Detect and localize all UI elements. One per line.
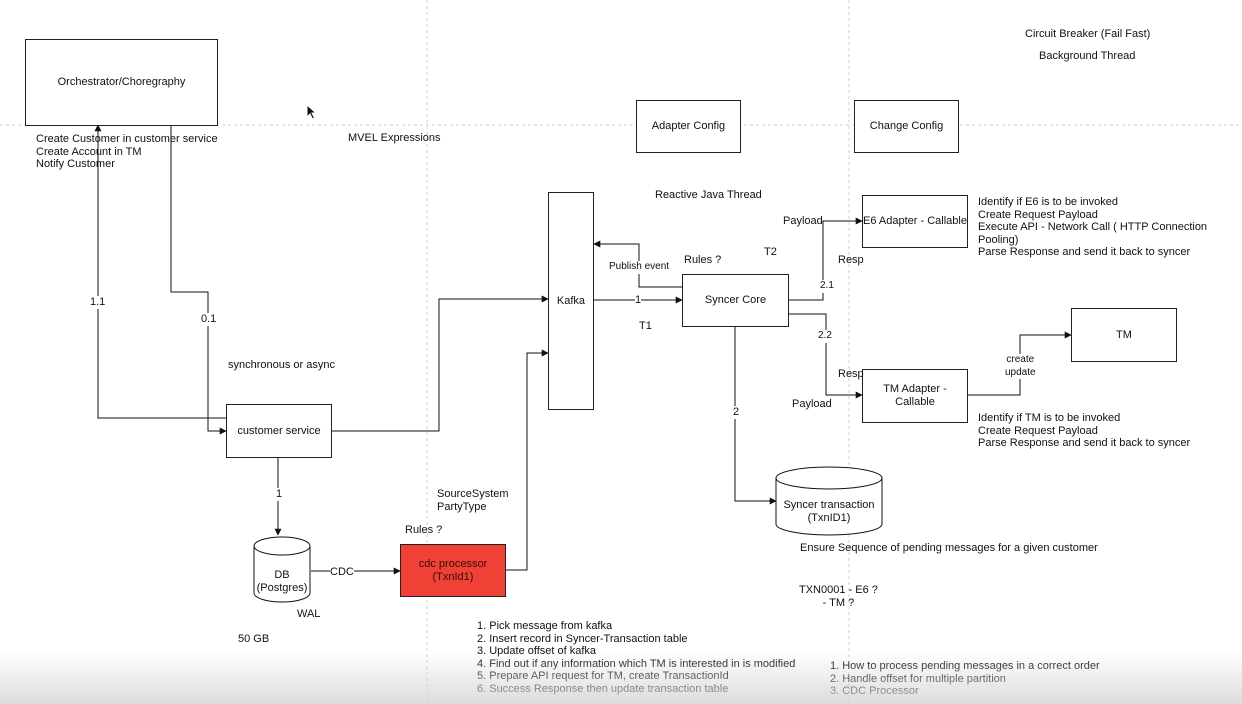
mouse-cursor-icon: [306, 104, 318, 120]
edge-label-resp-e6: Resp: [838, 254, 864, 266]
edge-core-to-syncer-transaction: [734, 326, 777, 505]
note-wal: WAL: [297, 608, 321, 620]
kafka-box[interactable]: Kafka: [548, 192, 594, 410]
change-config-label: Change Config: [869, 120, 944, 132]
edge-customer-to-kafka: [331, 295, 549, 432]
note-cdc-steps: 1. Pick message from kafka 2. Insert rec…: [477, 620, 796, 695]
note-rules-top: Rules ?: [684, 254, 722, 266]
syncer-core-label: Syncer Core: [704, 294, 767, 306]
edge-label-cdc: CDC: [330, 566, 354, 579]
edge-label-payload-e6: Payload: [783, 215, 823, 227]
note-txn: TXN0001 - E6 ? - TM ?: [799, 584, 878, 609]
syncer-transaction-cylinder: [775, 466, 883, 536]
orchestrator-label: Orchestrator/Choregraphy: [57, 76, 186, 88]
edge-label-payload-tm: Payload: [792, 398, 832, 410]
edge-label-0-1: 0.1: [201, 313, 217, 326]
db-cylinder: [253, 536, 311, 603]
e6-adapter-label: E6 Adapter - Callable: [863, 215, 967, 227]
edge-orchestrator-to-customer: [170, 126, 227, 435]
edge-label-resp-tm: Resp: [838, 368, 864, 380]
edge-cdc-to-kafka: [505, 349, 549, 571]
orchestrator-box[interactable]: Orchestrator/Choregraphy: [25, 39, 218, 126]
edge-label-create-update: create update: [1005, 354, 1036, 379]
syncer-core-box[interactable]: Syncer Core: [682, 274, 789, 327]
edge-label-kafka-to-core: 1: [635, 294, 642, 307]
edge-customer-to-orchestrator: [94, 124, 226, 419]
cdc-processor-box[interactable]: cdc processor (TxnId1): [400, 544, 506, 597]
note-ensure-sequence: Ensure Sequence of pending messages for …: [800, 542, 1098, 554]
note-circuit-breaker: Circuit Breaker (Fail Fast): [1025, 28, 1151, 40]
tm-adapter-label: TM Adapter - Callable: [883, 383, 947, 408]
kafka-label: Kafka: [556, 294, 586, 307]
customer-service-label: customer service: [237, 424, 321, 437]
db-label: DB (Postgres): [256, 569, 308, 594]
note-mvel: MVEL Expressions: [348, 132, 441, 144]
edge-label-2-2: 2.2: [818, 330, 832, 343]
note-background-thread: Background Thread: [1039, 50, 1136, 62]
note-size: 50 GB: [238, 633, 270, 645]
note-e6-steps: Identify if E6 is to be invoked Create R…: [978, 196, 1208, 258]
adapter-config-box[interactable]: Adapter Config: [636, 100, 741, 153]
edge-core-to-tm-adapter: [788, 313, 863, 399]
note-reactive-thread: Reactive Java Thread: [655, 189, 762, 201]
customer-service-box[interactable]: customer service: [226, 404, 332, 458]
edge-label-t2: T2: [764, 246, 777, 258]
note-source-system: SourceSystem PartyType: [437, 488, 509, 513]
edge-core-to-e6: [788, 217, 863, 301]
e6-adapter-box[interactable]: E6 Adapter - Callable: [862, 195, 968, 248]
note-orchestrator-steps: Create Customer in customer service Crea…: [36, 133, 218, 170]
note-sync-async: synchronous or async: [228, 359, 335, 371]
change-config-box[interactable]: Change Config: [854, 100, 959, 153]
adapter-config-label: Adapter Config: [651, 120, 726, 132]
note-tm-steps: Identify if TM is to be invoked Create R…: [978, 412, 1191, 449]
note-rules-bottom: Rules ?: [405, 524, 443, 536]
edge-label-1-1: 1.1: [90, 296, 106, 309]
edge-label-2: 2: [733, 406, 740, 419]
syncer-transaction-label: Syncer transaction (TxnID1): [783, 499, 875, 524]
tm-box[interactable]: TM: [1071, 308, 1177, 362]
note-questions: 1. How to process pending messages in a …: [830, 660, 1100, 697]
edge-label-1: 1: [276, 488, 283, 501]
tm-label: TM: [1116, 328, 1132, 341]
edge-label-publish-event: Publish event: [609, 261, 670, 274]
cdc-processor-label: cdc processor (TxnId1): [418, 557, 488, 583]
tm-adapter-box[interactable]: TM Adapter - Callable: [862, 369, 968, 423]
edge-label-t1: T1: [639, 320, 652, 332]
edge-label-2-1: 2.1: [820, 280, 834, 293]
